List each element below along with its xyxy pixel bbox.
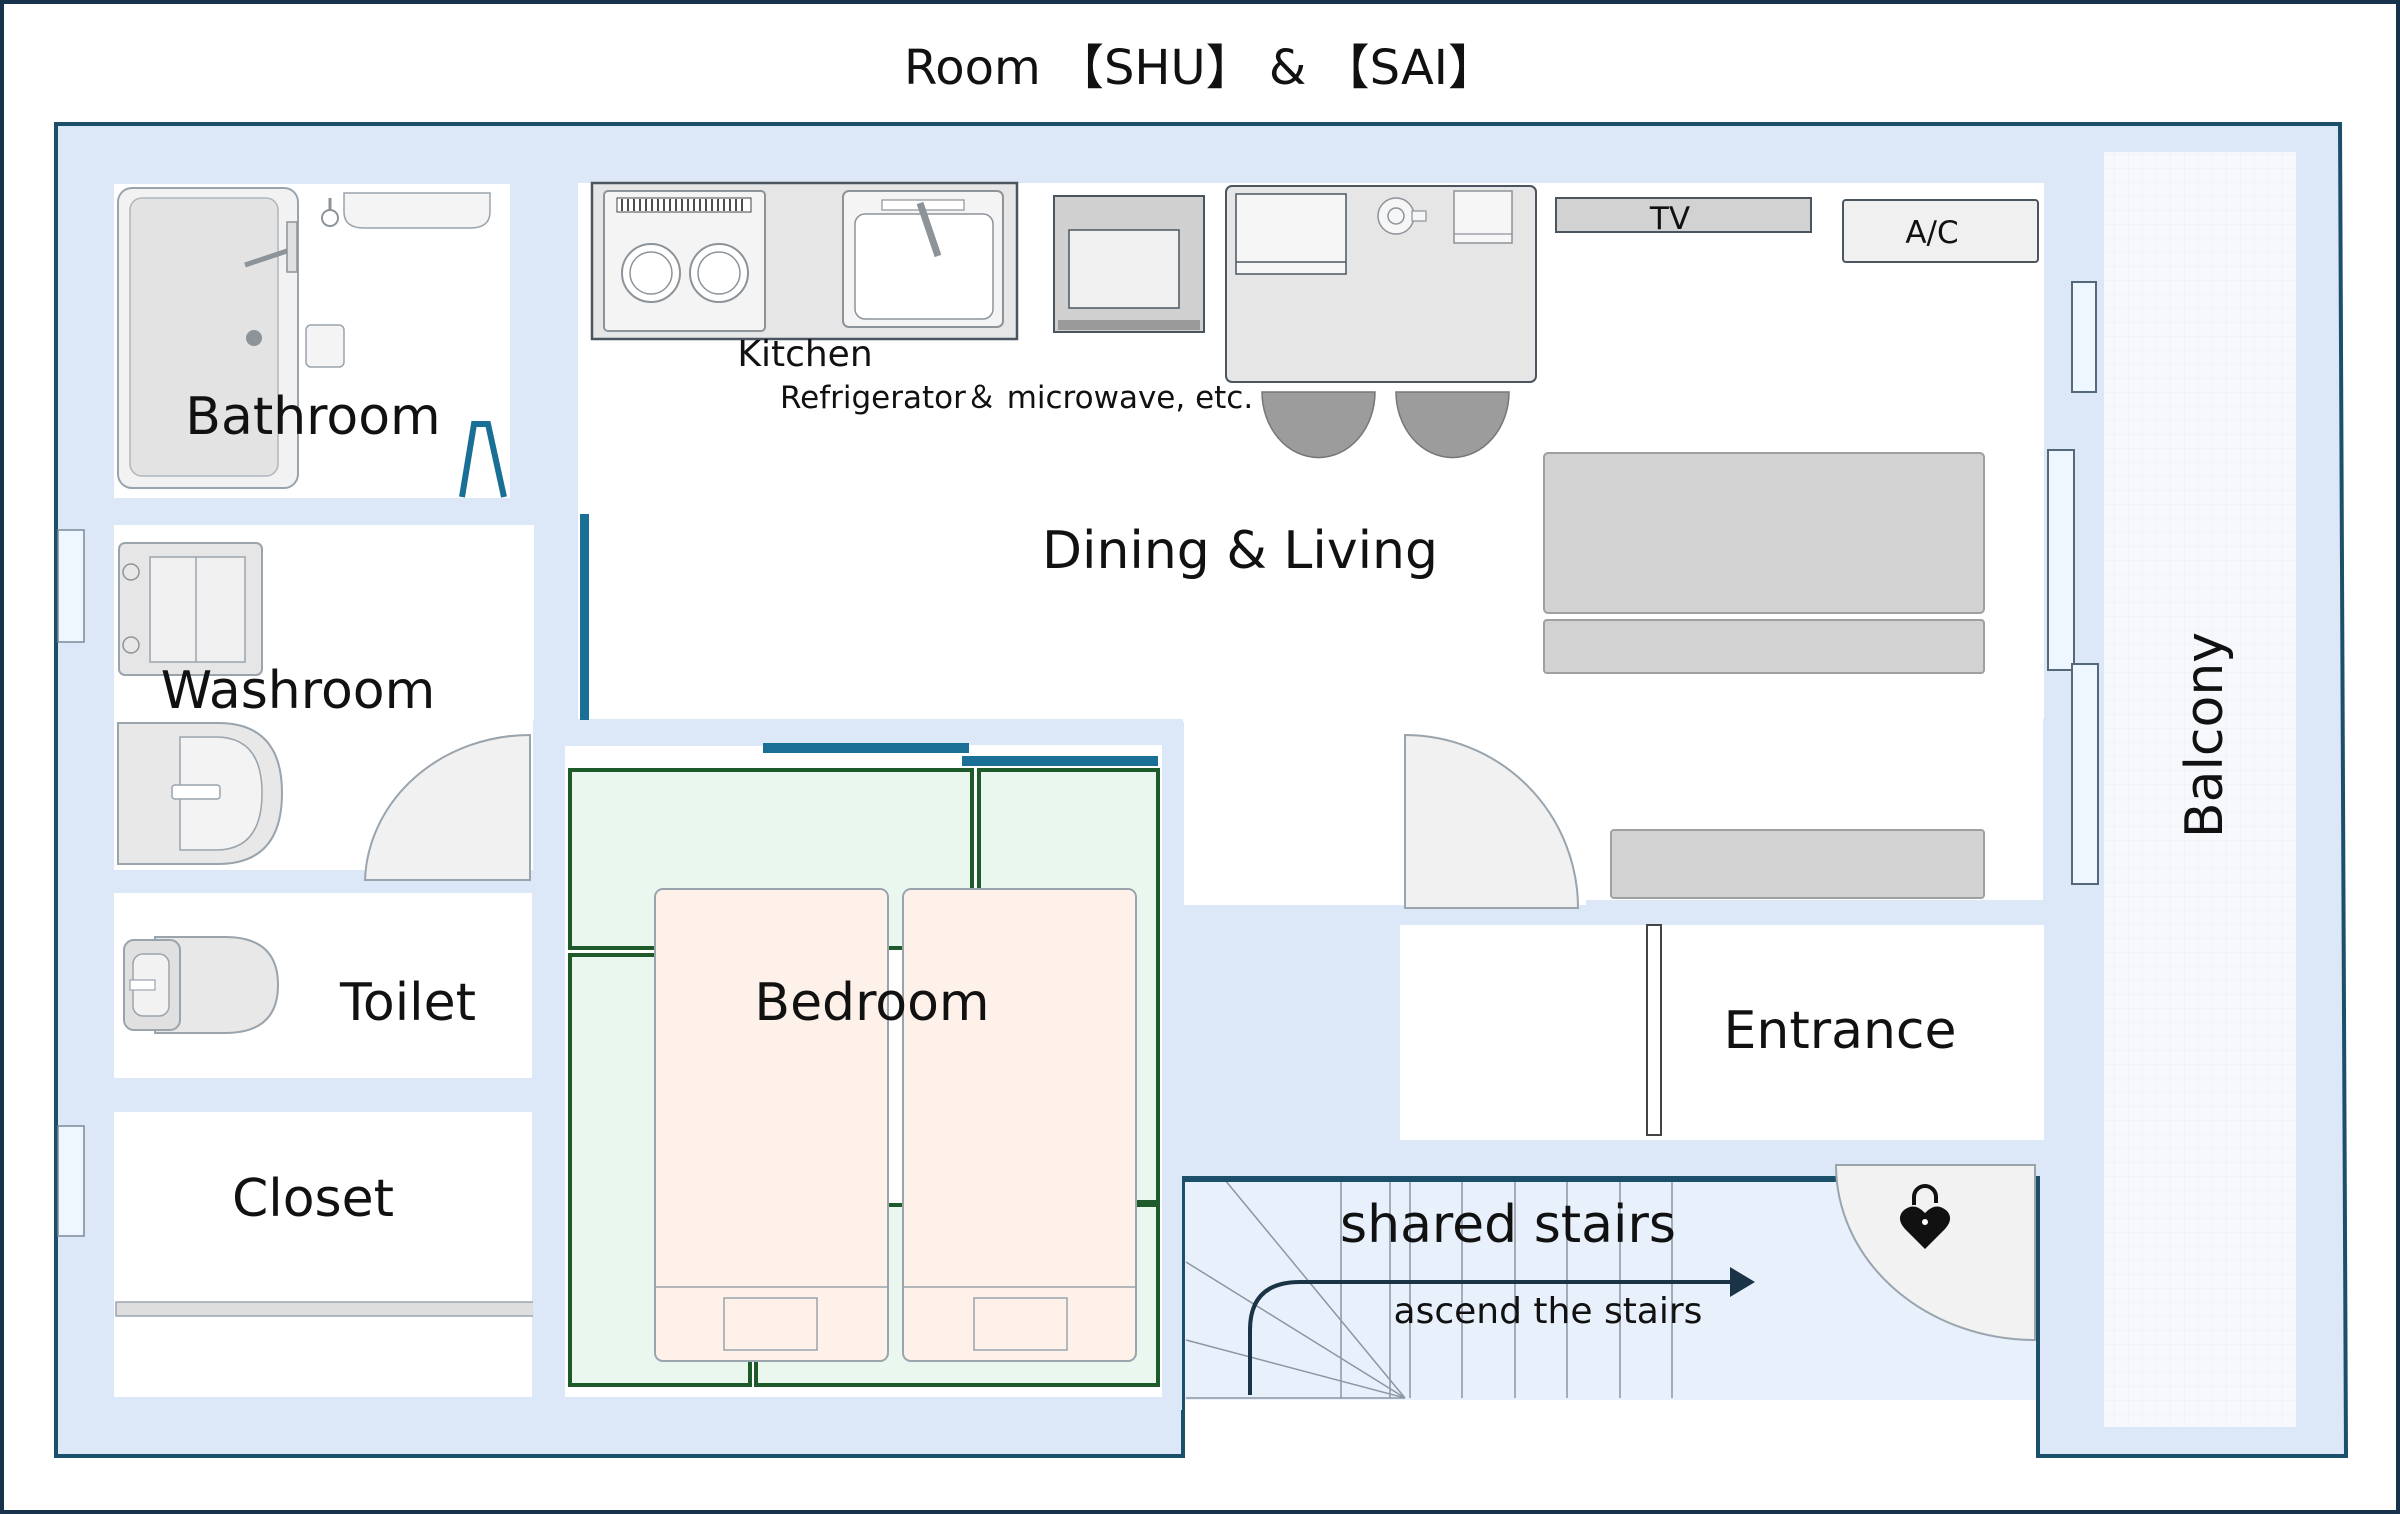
closet-rail: [115, 1301, 537, 1317]
stairs-area: [1183, 1180, 2040, 1400]
air-conditioner: [1842, 199, 2039, 263]
tv-label: TV: [1649, 201, 1690, 237]
window-left-1: [57, 529, 85, 643]
drain-icon: [246, 330, 262, 346]
window-right-1: [2071, 281, 2097, 393]
closet-floor: [114, 1112, 532, 1397]
entrance-partition: [1646, 924, 1662, 1136]
ac-label: A/C: [1905, 215, 1958, 251]
bedroom-sliding-door-1: [763, 743, 969, 753]
toilet-label: Toilet: [339, 973, 476, 1033]
balcony-label: Balcony: [2175, 632, 2235, 838]
living-door-swing: [1404, 733, 1580, 909]
closet-label: Closet: [232, 1169, 394, 1229]
bedroom-sliding-door-2: [962, 756, 1158, 766]
sofa: [1543, 452, 1985, 614]
plan-title: Room 【SHU】 & 【SAI】: [904, 40, 1496, 96]
stairs-note: ascend the stairs: [1394, 1291, 1703, 1332]
sofa-seat: [1543, 619, 1985, 674]
window-right-3: [2071, 663, 2099, 885]
bathroom-door: [459, 421, 507, 498]
washroom-door-swing: [363, 733, 531, 881]
entrance-label: Entrance: [1724, 1001, 1957, 1061]
entrance-door-swing: [1834, 1164, 2036, 1342]
window-left-2: [57, 1125, 85, 1237]
window-right-2: [2047, 449, 2075, 671]
kitchen-note: Refrigerator＆ microwave, etc.: [780, 380, 1253, 416]
bedroom-label: Bedroom: [754, 973, 989, 1033]
stairs-label: shared stairs: [1340, 1195, 1676, 1255]
shower-head: [343, 192, 491, 229]
bed-right: [902, 888, 1137, 1362]
lock-heart-icon: [1899, 1184, 1951, 1249]
stool-1: [1261, 391, 1376, 459]
shower-faucet: [244, 247, 291, 268]
kitchen-label: Kitchen: [737, 334, 872, 375]
stairs-arrow-icon: [1248, 1267, 1755, 1395]
stair-treads: [1185, 1179, 1673, 1399]
bathroom-label: Bathroom: [185, 387, 440, 447]
stool-2: [1395, 391, 1510, 459]
entrance-floor: [1400, 925, 2044, 1140]
dining-living-label: Dining & Living: [1042, 521, 1438, 581]
washroom-label: Washroom: [161, 661, 436, 721]
shoe-cabinet: [1610, 829, 1985, 899]
tv: [1555, 197, 1812, 233]
bed-left: [654, 888, 889, 1362]
toilet-fixture: [123, 936, 280, 1034]
